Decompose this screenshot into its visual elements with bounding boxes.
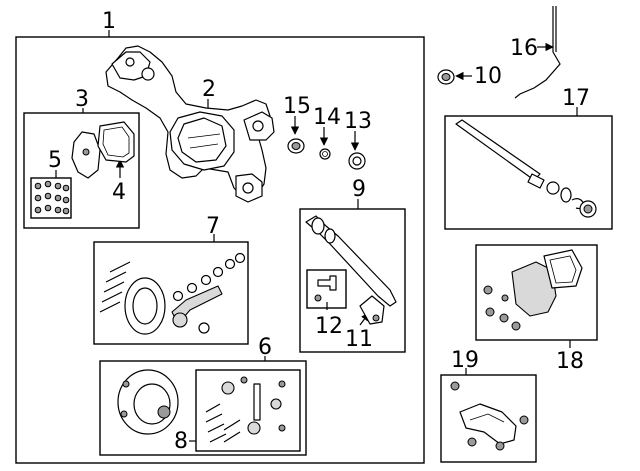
box-9-axle-shaft	[299, 208, 406, 353]
bracket-19	[450, 381, 529, 451]
carrier-6	[117, 369, 179, 435]
bolt-row-7	[99, 261, 131, 313]
ring-pinion-7	[99, 252, 246, 335]
box-18-actuator	[475, 244, 598, 341]
cap-10	[437, 69, 455, 85]
ujoint-12	[314, 275, 337, 302]
box-3-cover	[23, 112, 140, 229]
callout-2: 2	[202, 77, 216, 102]
callout-17: 17	[562, 86, 590, 111]
axle-housing-drawing	[105, 45, 275, 203]
callout-5: 5	[48, 148, 62, 173]
box-1-axle-assembly	[15, 36, 425, 464]
vent-tube-16	[514, 6, 561, 99]
callout-13: 13	[344, 109, 372, 134]
callout-14: 14	[313, 105, 341, 130]
box-8-gear-kit	[195, 369, 301, 452]
axle-shaft-9	[305, 215, 397, 325]
bolt-set-5	[30, 177, 72, 219]
gear-kit-8	[205, 376, 286, 443]
callout-18: 18	[556, 349, 584, 374]
callout-11: 11	[345, 327, 373, 352]
diff-cover-drawing	[30, 121, 135, 219]
callout-10: 10	[474, 64, 502, 89]
callout-8: 8	[174, 429, 188, 454]
callout-3: 3	[75, 87, 89, 112]
box-17-driveshaft	[444, 115, 613, 230]
callout-4: 4	[112, 180, 126, 205]
callout-7: 7	[206, 214, 220, 239]
box-6-carrier	[99, 360, 307, 456]
callout-16: 16	[510, 36, 538, 61]
callout-6: 6	[258, 335, 272, 360]
box-19-bracket	[440, 374, 537, 463]
callout-1: 1	[102, 9, 116, 34]
callout-15: 15	[283, 94, 311, 119]
leader-lines	[55, 30, 578, 442]
actuator-18	[483, 249, 583, 331]
box-7-ring-pinion	[93, 241, 249, 345]
callout-19: 19	[451, 348, 479, 373]
seals-13-14-15	[287, 138, 366, 170]
shaft-17	[455, 119, 597, 218]
callout-12: 12	[315, 314, 343, 339]
bearing-row-7	[172, 252, 246, 302]
callout-9: 9	[352, 177, 366, 202]
